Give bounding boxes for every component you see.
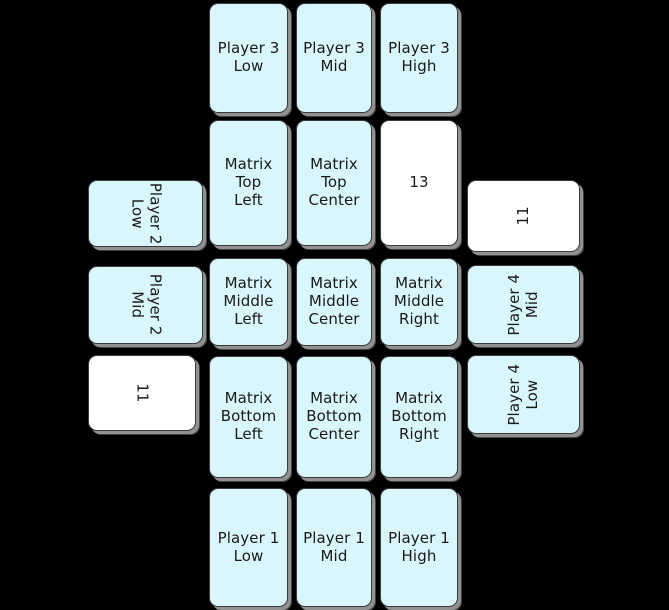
board-cell-label: Matrix Bottom Left: [220, 389, 277, 443]
board-cell-label: 13: [409, 173, 429, 192]
board-cell-player2-mid[interactable]: Player 2 Mid: [88, 266, 203, 344]
board-cell-matrix-middle-right[interactable]: Matrix Middle Right: [380, 258, 458, 346]
board-cell-label: Player 1 Mid: [303, 528, 365, 565]
board-cell-label: Matrix Top Center: [308, 155, 360, 209]
board-cell-matrix-bottom-right[interactable]: Matrix Bottom Right: [380, 356, 458, 478]
board-cell-label: Matrix Middle Right: [393, 274, 445, 328]
board-cell-label: Player 2 Low: [128, 182, 165, 245]
board-cell-player3-mid[interactable]: Player 3 Mid: [296, 3, 372, 113]
board-cell-label: 11: [513, 206, 532, 226]
board-cell-label: Player 4 Mid: [504, 273, 541, 336]
board-cell-label: Matrix Bottom Right: [391, 389, 447, 443]
board-cell-matrix-top-right[interactable]: 13: [380, 120, 458, 246]
board-cell-matrix-middle-center[interactable]: Matrix Middle Center: [296, 258, 372, 346]
board-cell-player4-low[interactable]: Player 4 Low: [467, 355, 580, 434]
board-cell-player2-low[interactable]: Player 2 Low: [88, 180, 203, 247]
board-cell-label: Matrix Bottom Center: [306, 389, 362, 443]
board-cell-player1-high[interactable]: Player 1 High: [380, 488, 458, 607]
board-cell-matrix-top-left[interactable]: Matrix Top Left: [209, 120, 288, 246]
board-cell-label: Player 4 Low: [504, 363, 541, 426]
board-cell-matrix-bottom-center[interactable]: Matrix Bottom Center: [296, 356, 372, 478]
board-cell-player1-low[interactable]: Player 1 Low: [209, 488, 288, 607]
board-cell-player4-mid[interactable]: Player 4 Mid: [467, 265, 580, 344]
board-cell-label: Player 3 Low: [217, 39, 280, 75]
board-cell-label: Player 3 High: [388, 39, 450, 75]
board-cell-matrix-bottom-left[interactable]: Matrix Bottom Left: [209, 356, 288, 478]
board-cell-label: Player 1 High: [388, 528, 450, 565]
board-cell-label: Player 2 Mid: [128, 274, 165, 336]
board-cell-player3-high[interactable]: Player 3 High: [380, 3, 458, 113]
board-cell-label: 11: [133, 383, 152, 403]
board-cell-player3-low[interactable]: Player 3 Low: [209, 3, 288, 113]
board-cell-label: Player 3 Mid: [303, 39, 365, 75]
board-cell-label: Matrix Middle Center: [308, 274, 360, 328]
board-cell-matrix-middle-left[interactable]: Matrix Middle Left: [209, 258, 288, 346]
board-cell-label: Player 1 Low: [217, 528, 280, 565]
board-cell-player1-mid[interactable]: Player 1 Mid: [296, 488, 372, 607]
board-cell-matrix-top-center[interactable]: Matrix Top Center: [296, 120, 372, 246]
board-cell-label: Matrix Top Left: [224, 155, 273, 209]
board-cell-player4-extra[interactable]: 11: [467, 180, 580, 252]
board-cell-player2-extra[interactable]: 11: [88, 355, 196, 431]
board-cell-label: Matrix Middle Left: [223, 274, 274, 328]
